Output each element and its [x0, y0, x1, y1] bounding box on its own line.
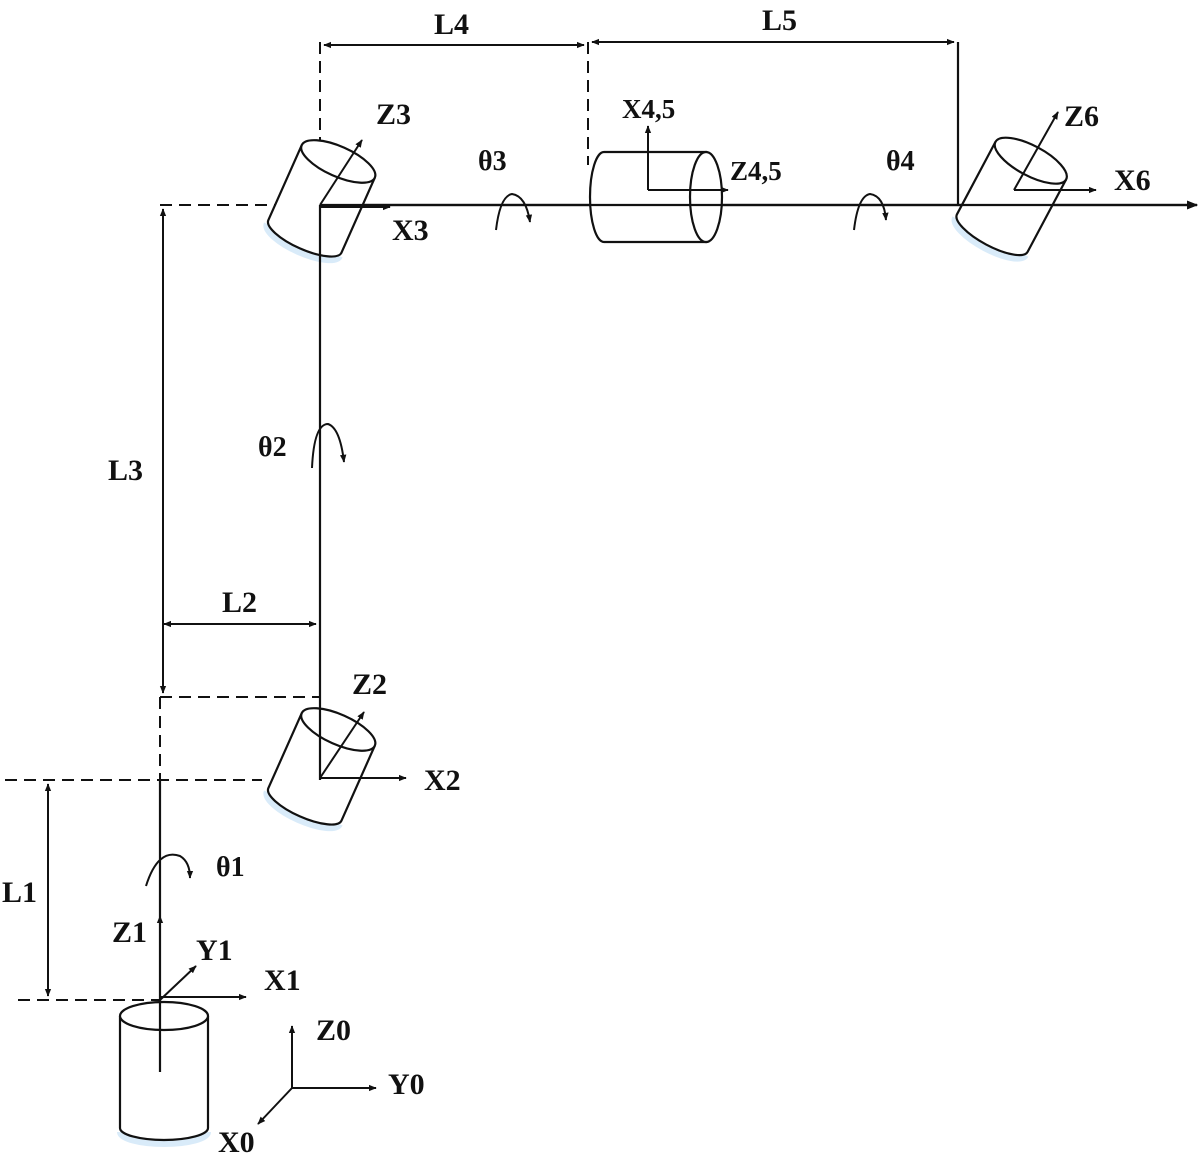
joint45-cylinder	[588, 150, 724, 244]
label-z6: Z6	[1064, 100, 1099, 133]
theta4-rotation-arrow	[853, 192, 889, 231]
joint2-cylinder	[263, 707, 377, 832]
frame2-axes	[319, 711, 407, 782]
label-x3: X3	[392, 214, 429, 247]
joint6-cylinder	[951, 136, 1068, 262]
label-y1: Y1	[196, 934, 233, 967]
label-x45: X4,5	[622, 94, 675, 124]
label-z3: Z3	[376, 98, 411, 131]
label-z45: Z4,5	[730, 156, 782, 186]
label-theta3: θ3	[478, 146, 507, 177]
label-l2: L2	[222, 586, 257, 619]
theta1-rotation-arrow	[145, 853, 194, 887]
frame1-axes	[156, 915, 247, 1001]
label-x6: X6	[1114, 164, 1151, 197]
frame0-axes	[257, 1025, 377, 1125]
frame6-axes	[1013, 111, 1097, 194]
label-x1: X1	[264, 964, 301, 997]
axis-overlays	[158, 200, 1199, 1072]
label-theta4: θ4	[886, 146, 915, 177]
frame45-axes	[644, 125, 729, 194]
joint3-cylinder	[263, 139, 377, 264]
label-z0: Z0	[316, 1014, 351, 1047]
rotation-arrows	[145, 192, 889, 887]
label-l3: L3	[108, 454, 143, 487]
theta2-rotation-arrow	[311, 422, 347, 469]
dimension-arrows	[44, 38, 955, 997]
frame3-axes	[319, 139, 391, 211]
base-cylinder	[117, 1000, 211, 1147]
label-l5: L5	[762, 4, 797, 37]
label-theta1: θ1	[216, 852, 245, 883]
labels: L1 L2 L3 L4 L5 Z0 Y0 X0 Z1 Y1 X1 Z2 X2 Z…	[2, 4, 1151, 1159]
label-x0: X0	[218, 1126, 255, 1159]
label-l1: L1	[2, 876, 37, 909]
label-y0: Y0	[388, 1068, 425, 1101]
label-l4: L4	[434, 8, 469, 41]
label-x2: X2	[424, 764, 461, 797]
label-z1: Z1	[112, 916, 147, 949]
theta3-rotation-arrow	[495, 192, 533, 231]
label-theta2: θ2	[258, 432, 287, 463]
label-z2: Z2	[352, 668, 387, 701]
